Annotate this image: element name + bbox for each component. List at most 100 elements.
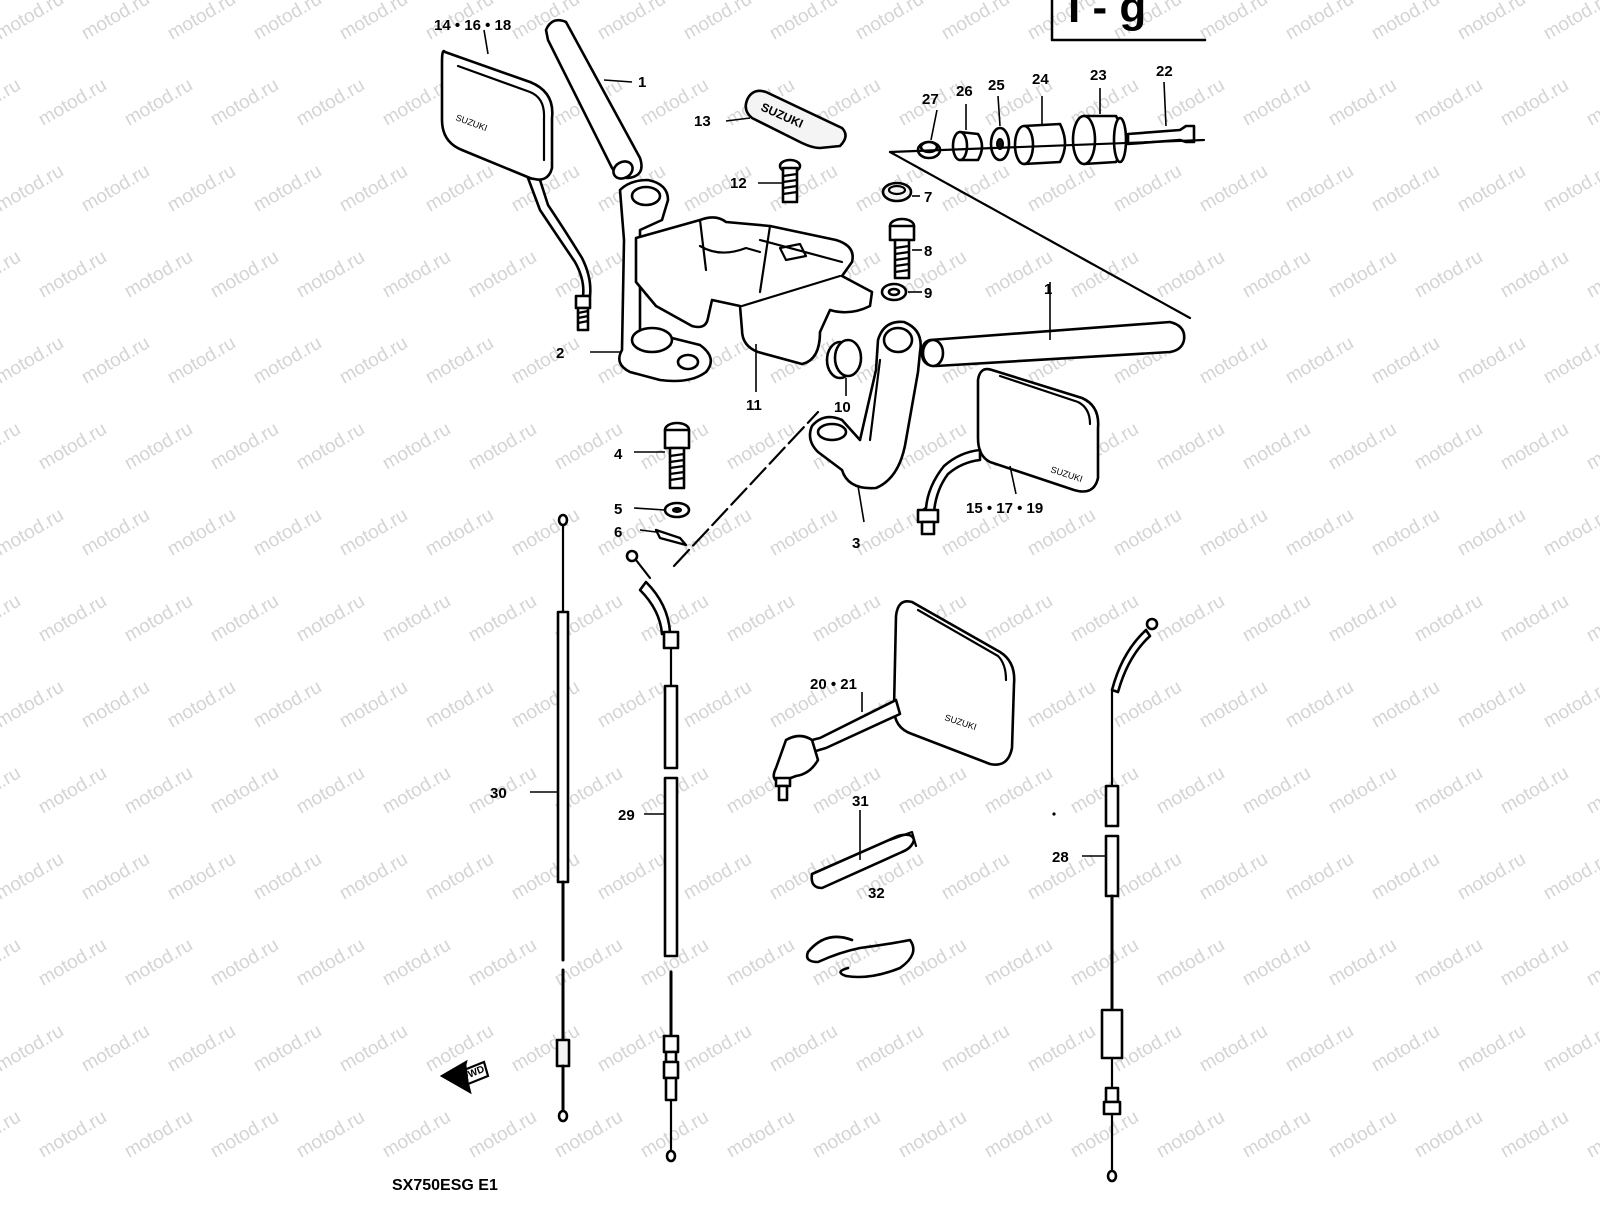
watermark-text: motod.ru: [465, 1107, 540, 1163]
watermark-text: motod.ru: [680, 677, 755, 733]
watermark-text: motod.ru: [336, 505, 411, 561]
watermark-text: motod.ru: [379, 935, 454, 991]
watermark-text: motod.ru: [1368, 161, 1443, 217]
watermark-text: motod.ru: [1110, 505, 1185, 561]
watermark-text: motod.ru: [1497, 419, 1572, 475]
model-code: SX750ESG E1: [392, 1177, 498, 1194]
watermark-text: motod.ru: [594, 849, 669, 905]
watermark-text: motod.ru: [0, 677, 67, 733]
watermark-text: motod.ru: [0, 505, 67, 561]
watermark-text: motod.ru: [422, 849, 497, 905]
watermark-text: motod.ru: [164, 161, 239, 217]
watermark-text: motod.ru: [938, 161, 1013, 217]
callout-32: 32: [868, 885, 885, 902]
watermark-text: motod.ru: [78, 161, 153, 217]
watermark-text: motod.ru: [1325, 75, 1400, 131]
watermark-text: motod.ru: [250, 1021, 325, 1077]
watermark-text: motod.ru: [250, 0, 325, 44]
watermark-text: motod.ru: [465, 591, 540, 647]
watermark-text: motod.ru: [1196, 677, 1271, 733]
watermark-text: motod.ru: [121, 75, 196, 131]
watermark-text: motod.ru: [1583, 1107, 1600, 1163]
watermark-text: motod.ru: [250, 505, 325, 561]
callout-12: 12: [730, 175, 747, 192]
watermark-text: motod.ru: [1540, 505, 1600, 561]
watermark-text: motod.ru: [895, 1107, 970, 1163]
watermark-text: motod.ru: [465, 419, 540, 475]
watermark-text: motod.ru: [809, 1107, 884, 1163]
watermark-text: motod.ru: [78, 849, 153, 905]
watermark-text: motod.ru: [680, 1021, 755, 1077]
watermark-text: motod.ru: [422, 161, 497, 217]
watermark-text: motod.ru: [1497, 75, 1572, 131]
cable-28: [1052, 617, 1159, 1183]
watermark-text: motod.ru: [35, 419, 110, 475]
watermark-text: motod.ru: [121, 763, 196, 819]
watermark-text: motod.ru: [35, 1107, 110, 1163]
handlebar-tube-right: [920, 320, 1186, 368]
watermark-text: motod.ru: [379, 591, 454, 647]
watermark-text: motod.ru: [35, 763, 110, 819]
watermark-text: motod.ru: [336, 1021, 411, 1077]
watermark-text: motod.ru: [1024, 677, 1099, 733]
watermark-text: motod.ru: [422, 677, 497, 733]
cable-30: [555, 513, 571, 1123]
callout-6: 6: [614, 524, 622, 541]
watermark-text: motod.ru: [164, 333, 239, 389]
clip-32: [805, 935, 915, 979]
watermark-text: motod.ru: [1368, 0, 1443, 44]
watermark-text: motod.ru: [680, 849, 755, 905]
watermark-text: motod.ru: [121, 419, 196, 475]
bar-end-23-cap: [1071, 114, 1128, 166]
cap-7: [881, 181, 913, 203]
watermark-text: motod.ru: [938, 849, 1013, 905]
callout-11: 11: [746, 397, 762, 414]
watermark-text: motod.ru: [1497, 935, 1572, 991]
callout-2: 2: [556, 345, 564, 362]
watermark-text: motod.ru: [852, 1021, 927, 1077]
cable-29: [625, 549, 680, 1163]
watermark-text: motod.ru: [207, 419, 282, 475]
watermark-text: motod.ru: [766, 505, 841, 561]
watermark-text: motod.ru: [981, 935, 1056, 991]
assembly-axes: [672, 138, 1206, 568]
bar-end-25-washer: [989, 126, 1011, 162]
watermark-text: motod.ru: [1368, 677, 1443, 733]
watermark-text: motod.ru: [1239, 935, 1314, 991]
callout-22: 22: [1156, 63, 1173, 80]
watermark-text: motod.ru: [121, 247, 196, 303]
callout-1-left: 1: [638, 74, 646, 91]
watermark-text: motod.ru: [0, 0, 67, 44]
callout-25: 25: [988, 77, 1005, 94]
watermark-text: motod.ru: [1454, 333, 1529, 389]
watermark-text: motod.ru: [78, 505, 153, 561]
watermark-text: motod.ru: [379, 247, 454, 303]
watermark-text: motod.ru: [723, 591, 798, 647]
watermark-text: motod.ru: [723, 1107, 798, 1163]
watermark-text: motod.ru: [0, 763, 24, 819]
watermark-text: motod.ru: [1540, 849, 1600, 905]
watermark-text: motod.ru: [1325, 1107, 1400, 1163]
watermark-text: motod.ru: [379, 419, 454, 475]
watermark-text: motod.ru: [1411, 763, 1486, 819]
watermark-text: motod.ru: [0, 161, 67, 217]
clip-6: [654, 528, 688, 547]
watermark-text: motod.ru: [1540, 0, 1600, 44]
watermark-text: motod.ru: [1239, 419, 1314, 475]
watermark-text: motod.ru: [1454, 505, 1529, 561]
watermark-text: motod.ru: [422, 333, 497, 389]
watermark-text: motod.ru: [1196, 505, 1271, 561]
watermark-text: motod.ru: [1282, 505, 1357, 561]
handlebar-tube-left: [544, 18, 643, 180]
watermark-text: motod.ru: [293, 1107, 368, 1163]
watermark-text: motod.ru: [809, 763, 884, 819]
watermark-text: motod.ru: [207, 247, 282, 303]
watermark-text: motod.ru: [121, 1107, 196, 1163]
watermark-text: motod.ru: [1540, 161, 1600, 217]
watermark-text: motod.ru: [852, 505, 927, 561]
watermark-text: motod.ru: [78, 333, 153, 389]
watermark-text: motod.ru: [1110, 161, 1185, 217]
watermark-text: motod.ru: [0, 419, 24, 475]
screw-12: [778, 158, 802, 204]
watermark-text: motod.ru: [1368, 849, 1443, 905]
